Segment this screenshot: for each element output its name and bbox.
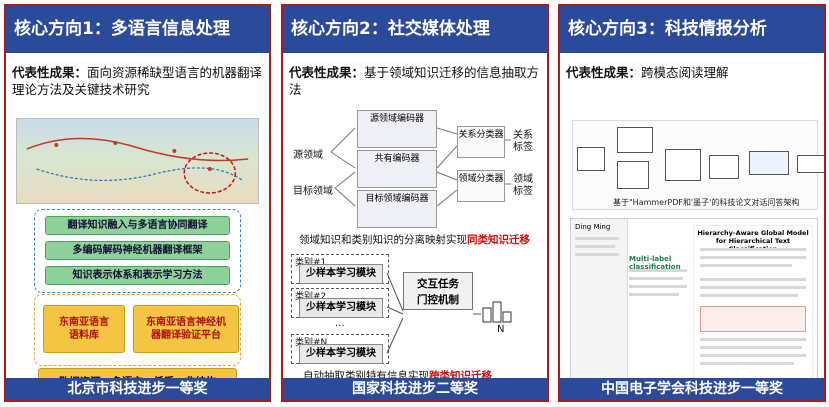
achievement: 代表性成果：基于领域知识迁移的信息抽取方法: [289, 64, 543, 98]
n-label: N: [497, 324, 505, 335]
shared-encoder: 共有编码器: [357, 150, 437, 188]
panel-title: 核心方向2：社交媒体处理: [283, 6, 547, 53]
section-heading: Multi-label classification: [629, 255, 681, 271]
paper-title: Hierarchy-Aware Global Model for Hierarc…: [697, 229, 809, 253]
achievement-label: 代表性成果：: [12, 65, 88, 80]
domain-classifier: 领域分类器: [457, 170, 505, 202]
few-shot-module: 少样本学习模块: [299, 264, 383, 284]
domain-label-output: 领域 标签: [513, 174, 533, 197]
gating-mechanism: 交互任务 门控机制: [403, 272, 473, 310]
sidebar-name: Ding Ming: [575, 223, 611, 231]
caption-text: 领域知识和类别知识的分离映射实现: [299, 234, 467, 246]
award-banner: 中国电子学会科技进步一等奖: [560, 378, 824, 400]
achievement-text: 跨模态阅读理解: [641, 65, 729, 80]
panel-multilingual: 核心方向1：多语言信息处理 代表性成果：面向资源稀缺型语言的机器翻译理论方法及关…: [4, 4, 271, 402]
silk-road-map: [16, 118, 259, 204]
gating-lines: [386, 272, 512, 354]
relation-label-output: 关系 标签: [513, 130, 533, 153]
corpus-box: 东南亚语言 语料库: [43, 305, 125, 353]
diagram-node: [665, 149, 701, 181]
diagram-node: [617, 161, 649, 189]
class-label: 类别#1: [295, 258, 327, 268]
reader-screenshot: Ding Ming Multi-label classification Hie…: [570, 218, 818, 390]
few-shot-module: 少样本学习模块: [299, 298, 383, 318]
ellipsis: ...: [335, 318, 345, 329]
caption-highlight: 同类知识迁移: [467, 234, 530, 246]
panel-title: 核心方向3：科技情报分析: [560, 6, 824, 53]
panel-social-media: 核心方向2：社交媒体处理 代表性成果：基于领域知识迁移的信息抽取方法 源领域 目…: [281, 4, 549, 402]
architecture-diagram: 基于"HammerPDF和'墨子'的科技论文对话问答架构: [572, 120, 824, 210]
relation-classifier: 关系分类器: [457, 126, 505, 158]
encoder-label: 源领域编码器: [369, 114, 424, 124]
panel-title: 核心方向1：多语言信息处理: [6, 6, 269, 53]
achievement-text: 面向资源稀缺型语言的机器翻译理论方法及关键技术研究: [12, 65, 263, 97]
illustration: 源领域 目标领域 源领域编码器 共有编码器 目标领域编码器 关系分类器 领域分类…: [285, 106, 545, 382]
diagram-node: [749, 151, 789, 175]
diagram-node: [577, 147, 605, 171]
model-stack: 翻译知识融入与多语言协同翻译 多编码解码神经机器翻译框架 知识表示体系和表示学习…: [34, 209, 241, 293]
reader-sidebar: Ding Ming: [571, 219, 628, 389]
route-map-graphic: [26, 137, 249, 194]
class-label: 类别#2: [295, 292, 327, 302]
encoder-label: 共有编码器: [374, 154, 420, 164]
achievement-text: 基于领域知识迁移的信息抽取方法: [289, 65, 540, 97]
achievement-label: 代表性成果：: [289, 65, 365, 80]
platform-box: 东南亚语言神经机 器翻译验证平台: [133, 305, 239, 353]
stack-item: 知识表示体系和表示学习方法: [45, 266, 230, 285]
stack-item: 翻译知识融入与多语言协同翻译: [45, 216, 230, 235]
diagram-node: [709, 155, 739, 179]
target-domain-label: 目标领域: [293, 186, 333, 197]
class-label: 类别#N: [295, 338, 328, 348]
diagram-caption: 基于"HammerPDF和'墨子'的科技论文对话问答架构: [613, 198, 800, 207]
stack-item: 多编码解码神经机器翻译框架: [45, 241, 230, 260]
highlight-box: [700, 306, 806, 332]
illustration: 翻译知识融入与多语言协同翻译 多编码解码神经机器翻译框架 知识表示体系和表示学习…: [8, 106, 267, 396]
diagram-node: [617, 127, 653, 153]
award-banner: 北京市科技进步一等奖: [6, 378, 269, 400]
diagram-node: [797, 155, 824, 173]
resource-group: 东南亚语言 语料库 东南亚语言神经机 器翻译验证平台: [34, 294, 241, 366]
few-shot-module: 少样本学习模块: [299, 344, 383, 364]
source-domain-label: 源领域: [293, 150, 323, 161]
achievement: 代表性成果：面向资源稀缺型语言的机器翻译理论方法及关键技术研究: [12, 64, 265, 98]
achievement-label: 代表性成果：: [566, 65, 642, 80]
caption-same-class: 领域知识和类别知识的分离映射实现同类知识迁移: [299, 232, 530, 247]
award-banner: 国家科技进步二等奖: [283, 378, 547, 400]
paper-view: Hierarchy-Aware Global Model for Hierarc…: [693, 225, 813, 385]
source-encoder: 源领域编码器: [357, 110, 437, 148]
target-encoder: 目标领域编码器: [357, 190, 437, 228]
panel-sci-tech: 核心方向3：科技情报分析 代表性成果：跨模态阅读理解 基于"HammerPDF和…: [558, 4, 826, 402]
encoder-label: 目标领域编码器: [365, 194, 429, 204]
transfer-diagram-lines: [330, 127, 511, 207]
illustration: 基于"HammerPDF和'墨子'的科技论文对话问答架构 Ding Ming M…: [562, 106, 824, 390]
achievement: 代表性成果：跨模态阅读理解: [566, 64, 820, 81]
